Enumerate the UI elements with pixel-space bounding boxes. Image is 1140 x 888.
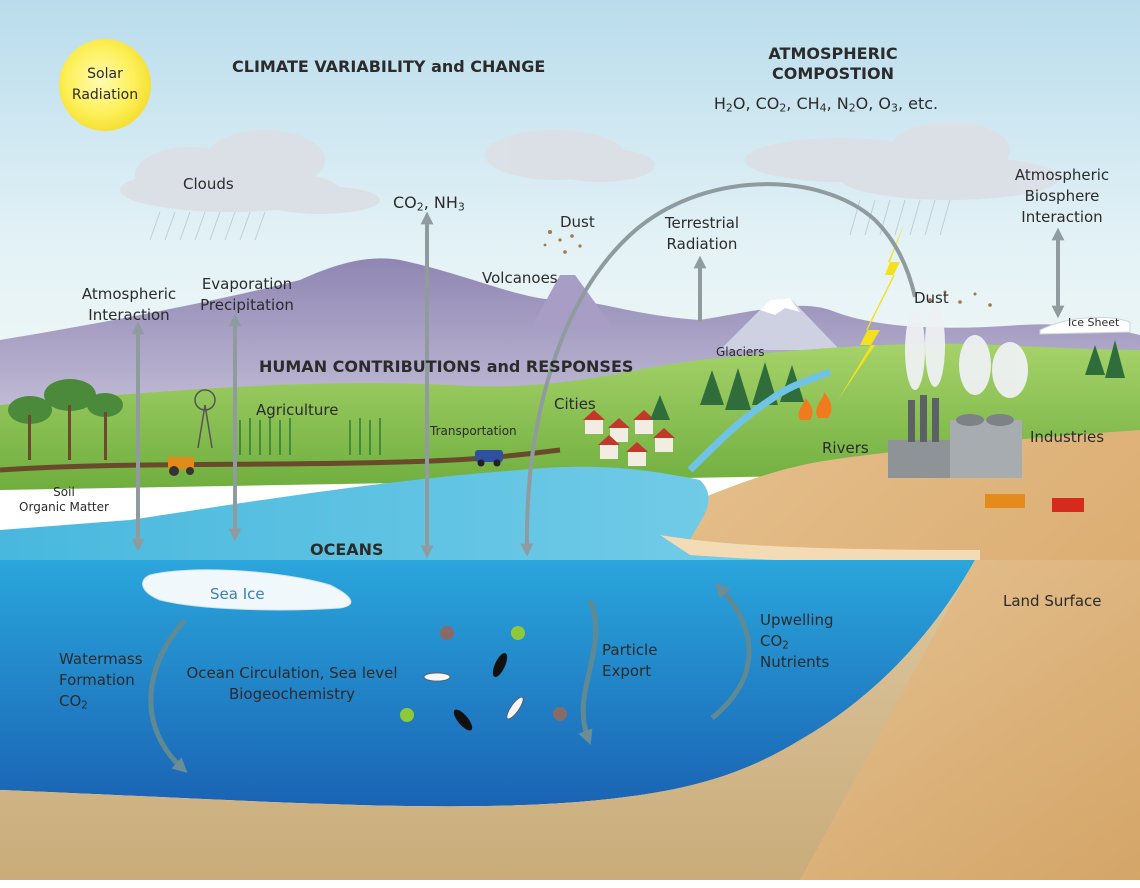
- oceans-title: OCEANS: [310, 540, 384, 559]
- zooplankton: [453, 653, 508, 731]
- atmos-bio-line2: Biosphere: [1024, 187, 1100, 205]
- ocean-arrows: [148, 582, 752, 774]
- terrestrial-line1: Terrestrial: [664, 214, 740, 232]
- subscript: 2: [81, 700, 88, 712]
- atmospheric-biosphere-label: Atmospheric Biosphere Interaction: [1015, 165, 1109, 228]
- trucks: [985, 494, 1084, 512]
- river: [687, 368, 832, 473]
- dust-industry-label: Dust: [914, 289, 949, 307]
- glaciers-label: Glaciers: [716, 345, 765, 359]
- subscript: 2: [779, 101, 787, 115]
- city-houses: [583, 410, 675, 466]
- ice-sheet-shape: [1039, 316, 1131, 335]
- ocean-circ-line1: Ocean Circulation, Sea level: [186, 664, 398, 682]
- particle-export-label: Particle Export: [602, 640, 657, 682]
- clouds: [120, 122, 1060, 214]
- atmos-comp-line2: COMPOSTION: [772, 64, 894, 83]
- atmos-bio-line1: Atmospheric: [1014, 166, 1110, 184]
- atmospheric-composition-title: ATMOSPHERIC COMPOSTION: [768, 44, 897, 84]
- arrows: [131, 182, 1065, 559]
- land-surface-label: Land Surface: [1003, 592, 1102, 610]
- rivers-label: Rivers: [822, 439, 869, 457]
- evap-line1: Evaporation: [201, 275, 293, 293]
- ocean-surface: [0, 466, 975, 560]
- atmos-comp-line1: ATMOSPHERIC: [768, 44, 898, 63]
- ocean-circulation-label: Ocean Circulation, Sea level Biogeochemi…: [187, 663, 398, 705]
- industries-label: Industries: [1030, 428, 1105, 446]
- fires: [798, 392, 832, 420]
- solar-line1: Solar: [87, 66, 123, 82]
- volcano: [530, 275, 615, 330]
- subscript: 4: [819, 101, 827, 115]
- atmospheric-gases-formula: H2O, CO2, CH4, N2O, O3, etc.: [713, 94, 939, 115]
- subscript: 2: [782, 640, 789, 652]
- atmos-bio-line3: Interaction: [1021, 208, 1103, 226]
- solar-radiation-label: Solar Radiation: [72, 64, 138, 106]
- particle-line2: Export: [602, 662, 652, 680]
- snow-mountain: [720, 298, 840, 350]
- grassland: [0, 343, 1140, 490]
- soil-organic-matter-label: Soil Organic Matter: [19, 485, 109, 515]
- shrimp: [423, 672, 524, 720]
- atmos-int-line1: Atmospheric: [81, 285, 177, 303]
- evap-line2: Precipitation: [200, 296, 294, 314]
- co2-nh3-label: CO2, NH3: [393, 193, 465, 214]
- subscript: 3: [891, 101, 898, 115]
- factory: [888, 395, 1022, 478]
- arrow-upwelling: [710, 582, 752, 720]
- ocean-cross-section: [0, 560, 975, 807]
- solar-line2: Radiation: [71, 87, 139, 103]
- atmos-int-line2: Interaction: [88, 306, 170, 324]
- dust-particles: [543, 230, 992, 307]
- soil-line2: Organic Matter: [19, 500, 109, 514]
- terrestrial-radiation-label: Terrestrial Radiation: [665, 213, 739, 255]
- human-contributions-title: HUMAN CONTRIBUTIONS and RESPONSES: [259, 357, 634, 376]
- terrestrial-line2: Radiation: [666, 235, 738, 253]
- particle-line1: Particle: [602, 641, 658, 659]
- transportation-label: Transportation: [430, 424, 517, 438]
- diagram-title: CLIMATE VARIABILITY and CHANGE: [232, 57, 546, 76]
- ocean-circ-line2: Biogeochemistry: [228, 685, 356, 703]
- arrow-particle-export: [578, 599, 599, 746]
- subscript: 2: [848, 101, 856, 115]
- road: [0, 447, 561, 473]
- windmill: [194, 389, 216, 449]
- atmospheric-interaction-label: Atmospheric Interaction: [82, 284, 176, 326]
- subscript: 3: [457, 200, 465, 214]
- volcanoes-label: Volcanoes: [482, 269, 558, 287]
- soil-line1: Soil: [53, 485, 75, 499]
- arrow-dust-arc: [520, 182, 917, 557]
- evaporation-precipitation-label: Evaporation Precipitation: [200, 274, 294, 316]
- agriculture-label: Agriculture: [256, 401, 339, 419]
- arrow-watermass: [148, 618, 188, 774]
- dust-volcano-label: Dust: [560, 213, 595, 231]
- plankton: [400, 626, 525, 722]
- plankton-brown: [440, 626, 567, 721]
- sea-ice-shape: [142, 569, 352, 611]
- car: [475, 450, 503, 467]
- cities-label: Cities: [554, 395, 596, 413]
- ice-sheet-label: Ice Sheet: [1068, 316, 1120, 329]
- smoke: [905, 303, 1028, 398]
- sun: [59, 39, 151, 131]
- clouds-label: Clouds: [183, 175, 234, 193]
- subscript: 2: [725, 101, 733, 115]
- trees-left: [8, 379, 123, 460]
- beach: [660, 535, 980, 563]
- lightning: [838, 222, 905, 400]
- subscript: 2: [416, 200, 424, 214]
- tractor: [168, 457, 194, 476]
- sea-ice-label: Sea Ice: [210, 585, 265, 603]
